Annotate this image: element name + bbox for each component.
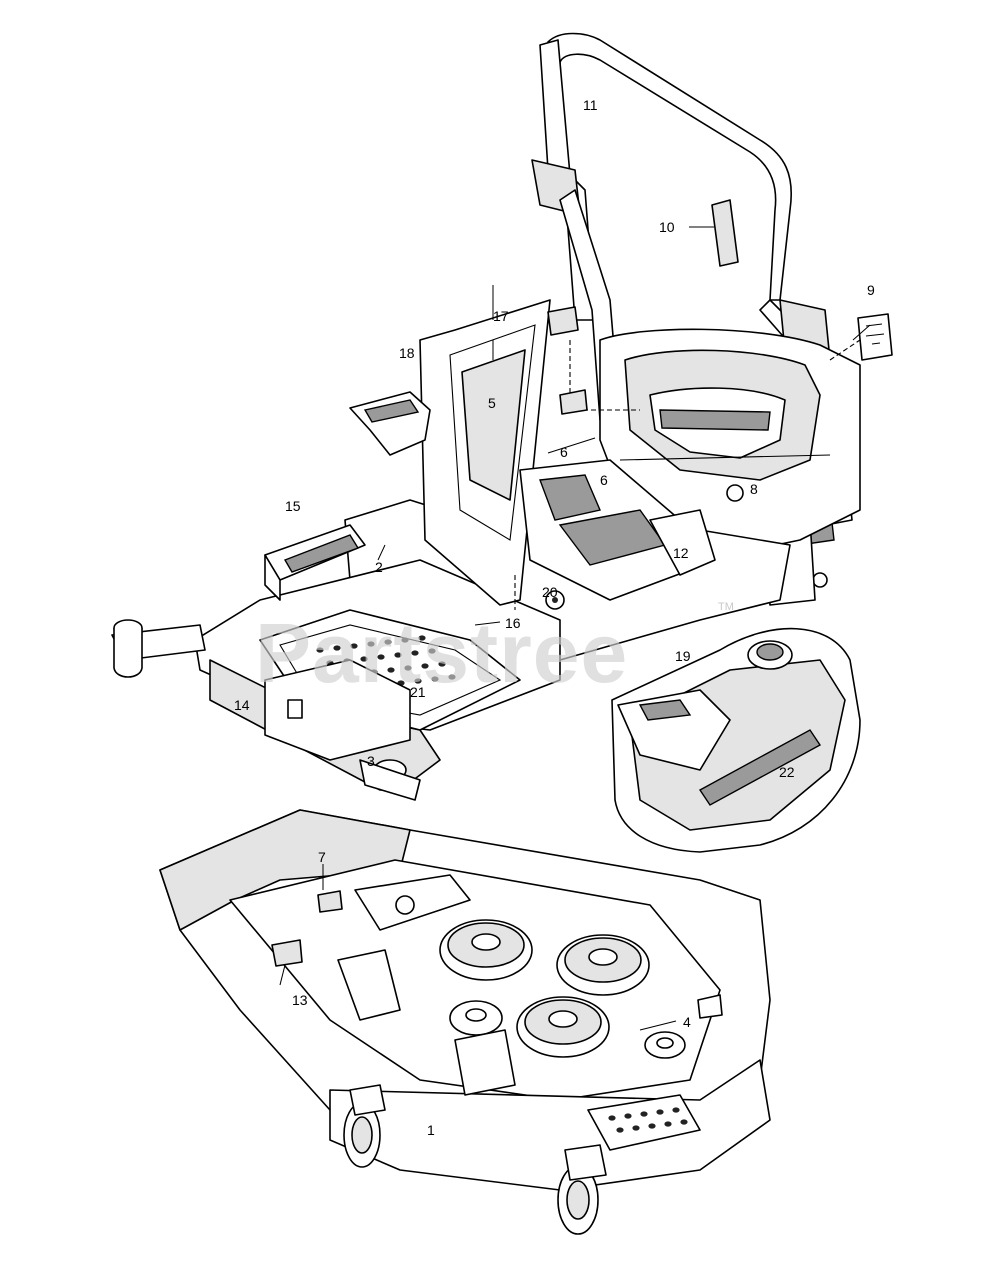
callout-4: 4 [683,1014,691,1030]
vent-hole [411,650,419,656]
pulley-5 [644,1031,686,1059]
pulley-1 [439,919,533,981]
decal-deck-13 [271,939,303,967]
control-panel-left [264,524,366,601]
leader-lines [279,226,871,1031]
callout-21: 21 [410,684,426,700]
vent-hole [316,647,324,653]
callout-6a: 6 [560,444,568,460]
vent-hole [414,678,422,684]
hinge-bracket [349,391,431,456]
vent-hole [404,665,412,671]
callout-5: 5 [488,395,496,411]
vent-hole [648,1123,656,1129]
callout-15: 15 [285,498,301,514]
watermark-trademark: TM [718,601,734,613]
vent-hole [421,663,429,669]
callout-2: 2 [375,559,383,575]
decal-rops [711,199,739,267]
vent-hole [640,1111,648,1117]
decal-seat-b [559,389,588,415]
callout-10: 10 [659,219,675,235]
decal-seat-a [547,306,579,336]
vent-hole [401,637,409,643]
vent-hole [384,639,392,645]
deck-step-holes [608,1107,688,1133]
vent-hole [418,635,426,641]
battery-cover [264,659,411,761]
callout-6b: 6 [600,472,608,488]
vent-hole [608,1115,616,1121]
decal-brand [857,313,893,361]
pulley-4 [449,1000,503,1036]
deck-bracket-center [454,1029,516,1096]
seat-pan [599,328,861,561]
vent-hole [428,648,436,654]
vent-hole [656,1109,664,1115]
center-console [519,459,716,601]
pulley-3 [516,996,610,1058]
vent-hole [616,1127,624,1133]
decal-deck-7 [317,890,343,913]
callout-14: 14 [234,697,250,713]
deck-idler-plate [354,874,471,931]
vent-hole [394,652,402,658]
callout-7: 7 [318,849,326,865]
deck-step-plate [587,1094,701,1151]
vent-hole [672,1107,680,1113]
callout-19: 19 [675,648,691,664]
vent-hole [360,656,368,662]
caster-wheel-left [343,1084,386,1168]
callout-17: 17 [493,308,509,324]
vent-hole [377,654,385,660]
watermark: Partstree [255,606,628,700]
pulley-2 [556,934,650,996]
callout-9: 9 [867,282,875,298]
vent-hole [680,1119,688,1125]
callout-11: 11 [583,97,598,113]
callout-1: 1 [427,1122,435,1138]
callout-20: 20 [542,584,558,600]
deck-bracket-left [337,949,401,1021]
callout-12: 12 [673,545,689,561]
callout-3: 3 [367,753,375,769]
vent-hole [448,674,456,680]
callout-13: 13 [292,992,308,1008]
vent-hole [333,645,341,651]
vent-hole [367,641,375,647]
deck-bracket-right [697,994,723,1019]
vent-hole [438,661,446,667]
vent-hole [387,667,395,673]
seat-mount-plate [419,299,551,606]
callout-16: 16 [505,615,521,631]
fuel-tank [611,627,861,853]
caster-wheel-right [557,1144,607,1235]
callout-8: 8 [750,481,758,497]
washer-part [545,590,565,610]
callout-18: 18 [399,345,415,361]
assembly-line-c [829,339,861,361]
vent-hole [632,1125,640,1131]
vent-hole [431,676,439,682]
callout-22: 22 [779,764,795,780]
vent-hole [350,643,358,649]
vent-hole [624,1113,632,1119]
vent-hole [664,1121,672,1127]
